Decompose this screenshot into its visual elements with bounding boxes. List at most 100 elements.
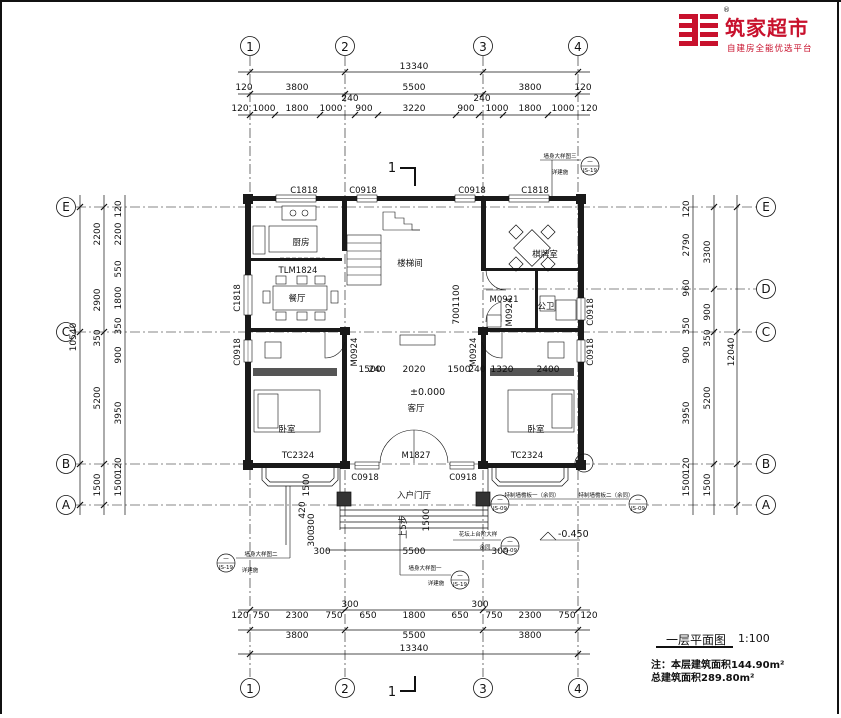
plan-scale: 1:100	[738, 632, 770, 645]
dim-left-inner-1: 120	[114, 457, 124, 474]
dim-bottom-detail-7: 650	[451, 611, 468, 621]
detail-wall-2-dash: 一	[223, 557, 229, 563]
axis-label-right-a: A	[762, 498, 771, 512]
dim-bottom-detail-9: 750	[485, 611, 502, 621]
dim-stair-label: 上5步	[398, 515, 409, 539]
dim-right-inner-6: 960	[682, 279, 692, 296]
dim-left-inner-4: 350	[114, 317, 124, 334]
dim-porch-0: 300	[313, 547, 330, 557]
vertical-dimension-text: 10540 1500 5200 350 2900 2200 1500 120 3…	[69, 200, 737, 546]
dim-bottom-detail-6: 1800	[403, 611, 426, 621]
dim-top-axis-2: 5500	[403, 83, 426, 93]
dim-right-outer-0: 1500	[703, 473, 713, 496]
dim-top-axis-3: 3800	[519, 83, 542, 93]
dim-living-1-visible: 1500	[359, 365, 382, 375]
room-kitchen-label: 厨房	[292, 237, 309, 248]
detail-leaders	[217, 159, 647, 581]
dimension-lines	[79, 71, 738, 655]
brand-tagline: 自建房全能优选平台	[727, 44, 813, 54]
detail-wall-1-sub: 详建施	[428, 579, 445, 587]
label-c1818-side: C1818	[233, 284, 243, 312]
label-c1818-b: C1818	[521, 186, 549, 196]
dim-left-outer-0: 1500	[93, 473, 103, 496]
axis-label-top-2: 2	[341, 40, 349, 54]
label-tc2324-b: TC2324	[510, 451, 543, 461]
room-dining-label: 餐厅	[288, 294, 306, 304]
dim-left-outer-3: 2900	[93, 288, 103, 311]
dim-top-detail-8: 240	[473, 94, 490, 104]
walls	[243, 194, 586, 470]
dim-bottom-detail-2: 2300	[286, 611, 309, 621]
detail-porch-2: 特制墙檐板二（余同）	[578, 491, 633, 499]
room-wc-label: 公卫	[537, 302, 555, 312]
label-c0918-right1: C0918	[586, 298, 596, 326]
detail-porch-1: 特制墙檐板一（余同）	[504, 491, 559, 499]
dim-top-total: 13340	[400, 62, 429, 72]
label-c0918-front-a: C0918	[351, 473, 379, 483]
wc-shower	[555, 299, 577, 321]
axis-label-bottom-1: 1	[246, 682, 254, 696]
dim-porch-2: 300	[491, 547, 508, 557]
room-porch-label: 入户门厅	[397, 490, 432, 501]
section-label-top: 1	[388, 161, 396, 176]
detail-wall-3-sub: 详建施	[552, 168, 569, 176]
dim-right-outer-3: 3300	[703, 240, 713, 263]
detail-porch-1-code: JS-09	[492, 506, 508, 512]
kitchen-stove	[281, 205, 317, 221]
dim-left-inner-8: 120	[114, 200, 124, 217]
wardrobe-left	[264, 341, 282, 359]
wc-toilet	[539, 295, 556, 312]
detail-wall-2-code: JS-19	[218, 565, 234, 571]
label-m0924-a: M0924	[350, 338, 360, 367]
dim-right-inner-3: 900	[682, 346, 692, 363]
dim-top-axis-1: 3800	[286, 83, 309, 93]
detail-wall-1-code: JS-19	[452, 582, 468, 588]
dim-living-6: 2400	[537, 365, 560, 375]
axis-label-top-1: 1	[246, 40, 254, 54]
section-marks	[400, 167, 416, 692]
detail-wall-2-title: 墙身大样图二	[244, 550, 278, 558]
axis-label-right-e: E	[762, 200, 770, 214]
label-c0918-front-b: C0918	[449, 473, 477, 483]
dim-right-inner-0: 1500	[682, 473, 692, 496]
dim-porch-side-1: 300	[307, 513, 317, 530]
detail-wall-1-dash: 一	[457, 574, 463, 580]
stair	[346, 211, 420, 286]
axis-label-bottom-4: 4	[574, 682, 582, 696]
axis-label-left-c: C	[62, 325, 70, 339]
label-c0918-a: C0918	[349, 186, 377, 196]
dim-bottom-detail-12: 120	[580, 611, 597, 621]
axis-bubbles	[56, 36, 776, 698]
tv-cabinet	[399, 334, 436, 346]
dim-bottom-detail-10: 2300	[519, 611, 542, 621]
detail-text: 墙身大样图三 详建施 一 JS-19 墙身大样图二 详建施 一 JS-19 墙身…	[218, 152, 646, 588]
room-living-label: 客厅	[407, 403, 425, 414]
dim-porch-side-0: 420	[298, 501, 308, 518]
dim-bottom-detail-0: 120	[231, 611, 248, 621]
dim-bottom-detail-11: 750	[558, 611, 575, 621]
dim-door-side-0: 700	[452, 307, 462, 324]
dim-left-inner-2: 3950	[114, 401, 124, 424]
room-bed-right-label: 卧室	[527, 424, 545, 435]
dim-bottom-detail-3: 750	[325, 611, 342, 621]
dim-right-inner-7: 2790	[682, 233, 692, 256]
section-label-bottom: 1	[388, 685, 396, 700]
label-m0921: M0921	[490, 295, 519, 305]
dim-top-detail-3: 1000	[320, 104, 343, 114]
elevation-exterior: -0.450	[558, 529, 589, 540]
dim-left-inner-3: 900	[114, 346, 124, 363]
detail-porch-2-code: JS-09	[630, 506, 646, 512]
dim-living-0: 240	[368, 365, 385, 375]
dim-living-2: 2020	[403, 365, 426, 375]
detail-flower-bed: 花坛上台阶大样	[459, 530, 498, 538]
axis-label-right-c: C	[762, 325, 770, 339]
dim-left-outer-1: 5200	[93, 386, 103, 409]
elevation-floor: ±0.000	[410, 387, 445, 398]
label-c1818-a: C1818	[290, 186, 318, 196]
dim-top-detail-6: 3220	[403, 104, 426, 114]
label-m1827: M1827	[402, 451, 431, 461]
detail-wall-2-sub: 详建施	[242, 566, 259, 574]
dim-living-4: 240	[468, 365, 485, 375]
label-c0918-left: C0918	[233, 338, 243, 366]
